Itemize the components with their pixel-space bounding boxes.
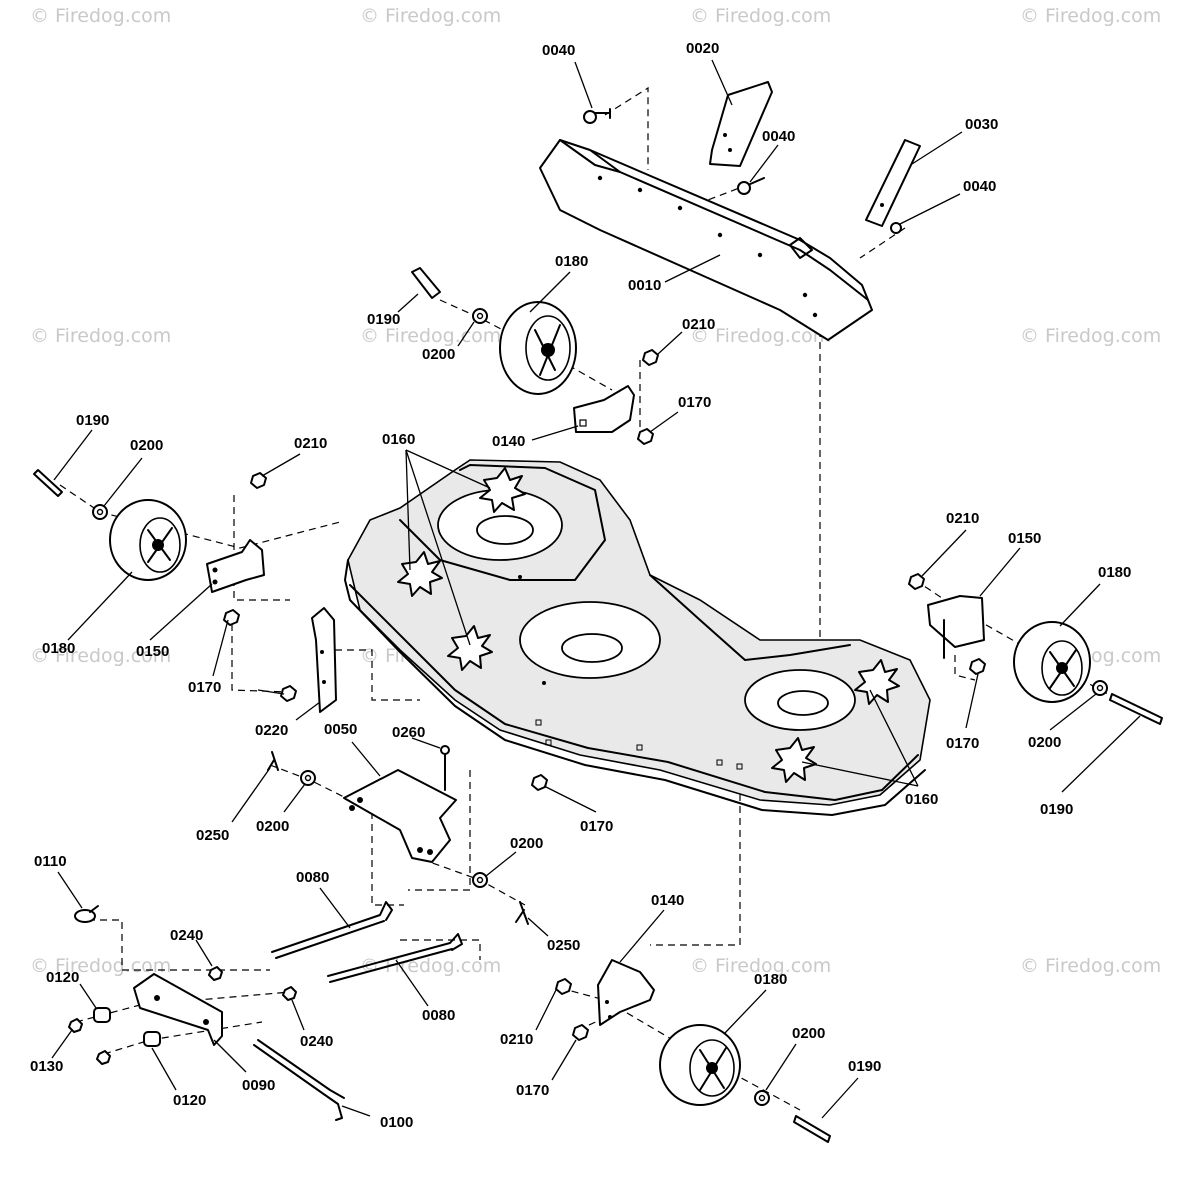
label-0170-upper: 0170	[678, 394, 711, 411]
part-0050-bracket	[343, 769, 457, 863]
mower-deck-shell	[344, 459, 931, 816]
part-0260-bolt	[440, 745, 450, 791]
label-0110: 0110	[34, 853, 67, 870]
watermark-15: © Firedog.com	[690, 955, 831, 977]
label-0200-right: 0200	[1028, 734, 1061, 751]
label-0190-left: 0190	[76, 412, 109, 429]
wheel-right	[1013, 621, 1091, 703]
part-0110-clip	[74, 905, 99, 923]
label-0040-right: 0040	[963, 178, 996, 195]
label-0080-upper: 0080	[296, 869, 329, 886]
part-0150-brackets	[206, 539, 985, 659]
label-0160-left: 0160	[382, 431, 415, 448]
part-0180-wheels	[109, 301, 1091, 1106]
label-0240-bottom: 0240	[300, 1033, 333, 1050]
part-0040-bolts	[583, 108, 902, 234]
label-0180-upper: 0180	[555, 253, 588, 270]
watermark-6: © Firedog.com	[360, 325, 501, 347]
part-0080-rods	[271, 901, 463, 983]
watermark-14: © Firedog.com	[360, 955, 501, 977]
label-0190-right: 0190	[1040, 801, 1073, 818]
label-0210-left: 0210	[294, 435, 327, 452]
label-0210-right: 0210	[946, 510, 979, 527]
label-0190-upper: 0190	[367, 311, 400, 328]
label-0080-lower: 0080	[422, 1007, 455, 1024]
watermark-5: © Firedog.com	[30, 325, 171, 347]
wheel-bottom	[659, 1024, 741, 1106]
watermark-16: © Firedog.com	[1020, 955, 1161, 977]
part-0190-axle-bolts	[33, 267, 1163, 1143]
label-0190-lower: 0190	[848, 1058, 881, 1075]
label-0120-left: 0120	[46, 969, 79, 986]
label-0120-bottom: 0120	[173, 1092, 206, 1109]
label-0170-right: 0170	[946, 735, 979, 752]
leader-lines	[51, 59, 1141, 1119]
label-0050: 0050	[324, 721, 357, 738]
part-0140-brackets	[573, 385, 655, 1026]
label-0150-right: 0150	[1008, 530, 1041, 547]
watermark-4: © Firedog.com	[1020, 5, 1161, 27]
label-0170-lower: 0170	[516, 1082, 549, 1099]
label-0140-lower: 0140	[651, 892, 684, 909]
label-0180-right: 0180	[1098, 564, 1131, 581]
part-0090-bracket	[133, 973, 223, 1046]
label-0180-left: 0180	[42, 640, 75, 657]
watermark-2: © Firedog.com	[360, 5, 501, 27]
label-0090: 0090	[242, 1077, 275, 1094]
watermark-7: © Firedog.com	[690, 325, 831, 347]
label-0020: 0020	[686, 40, 719, 57]
part-0020-strap	[709, 81, 773, 167]
part-0100-rod	[253, 1039, 345, 1121]
part-0120-bushings	[93, 1007, 161, 1047]
label-0040-top-left: 0040	[542, 42, 575, 59]
label-0130: 0130	[30, 1058, 63, 1075]
part-0200-washers	[92, 308, 1108, 1106]
part-0010-hanger-bracket	[539, 139, 873, 341]
label-0250-left: 0250	[196, 827, 229, 844]
part-0160-deck-bolts	[397, 467, 900, 783]
label-0040-middle: 0040	[762, 128, 795, 145]
label-0260: 0260	[392, 724, 425, 741]
label-0100: 0100	[380, 1114, 413, 1131]
label-0140-upper: 0140	[492, 433, 525, 450]
label-0200-lower: 0200	[792, 1025, 825, 1042]
label-0200-left: 0200	[130, 437, 163, 454]
label-0180-lower: 0180	[754, 971, 787, 988]
callout-labels: 0040 0020 0040 0030 0040 0010 0180 0190 …	[30, 40, 1131, 1131]
watermark-3: © Firedog.com	[690, 5, 831, 27]
part-0130-nuts	[68, 1018, 111, 1065]
part-0240-nuts	[208, 966, 297, 1001]
part-0030-strap	[865, 139, 921, 227]
label-0210-upper: 0210	[682, 316, 715, 333]
part-0220-plate	[311, 607, 337, 713]
label-0210-lower: 0210	[500, 1031, 533, 1048]
part-0170-nuts	[223, 428, 986, 1041]
label-0030: 0030	[965, 116, 998, 133]
label-0200-upper: 0200	[422, 346, 455, 363]
label-0240-left: 0240	[170, 927, 203, 944]
label-0170-middle: 0170	[580, 818, 613, 835]
watermark-13: © Firedog.com	[30, 955, 171, 977]
watermark-9: © Firedog.com	[30, 645, 171, 667]
label-0160-right: 0160	[905, 791, 938, 808]
part-0210-nuts	[250, 349, 925, 995]
wheel-upper-center	[499, 301, 577, 395]
label-0200-middle-left: 0200	[256, 818, 289, 835]
label-0010: 0010	[628, 277, 661, 294]
label-0170-left: 0170	[188, 679, 221, 696]
label-0150-left: 0150	[136, 643, 169, 660]
label-0200-middle: 0200	[510, 835, 543, 852]
label-0250-middle: 0250	[547, 937, 580, 954]
watermark-1: © Firedog.com	[30, 5, 171, 27]
wheel-left	[109, 499, 187, 581]
label-0220: 0220	[255, 722, 288, 739]
watermark-8: © Firedog.com	[1020, 325, 1161, 347]
